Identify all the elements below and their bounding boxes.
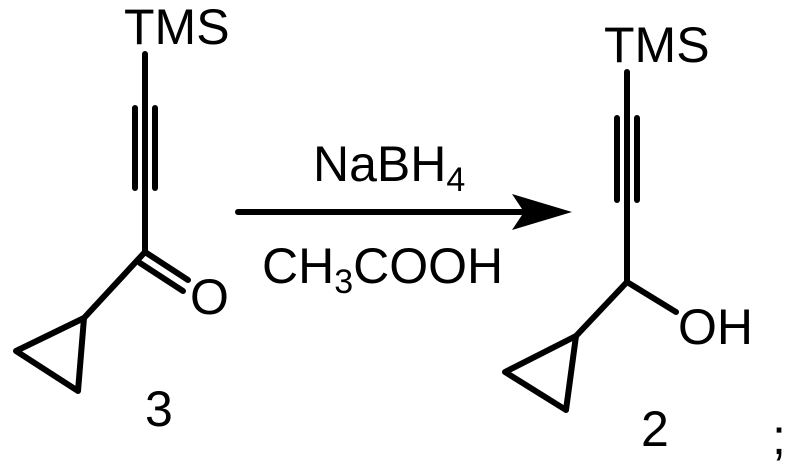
reagent-bottom: CH3COOH — [262, 238, 503, 301]
product-hydroxyl-bond — [624, 279, 679, 315]
reagent-bottom-subscript: 3 — [334, 263, 353, 301]
product-compound-number: 2 — [641, 401, 669, 457]
reaction-arrow-head — [512, 194, 572, 230]
reactant-cyclopropyl-bond — [81, 249, 148, 321]
product-cyclopropyl-bond — [573, 279, 630, 339]
reagent-bottom-suffix: COOH — [353, 238, 503, 294]
product-structure: TMS OH 2 — [502, 17, 753, 457]
product-tms-label: TMS — [604, 17, 710, 73]
reagent-top-subscript: 4 — [446, 161, 465, 199]
reactant-compound-number: 3 — [145, 381, 173, 437]
reactant-structure: TMS O 3 — [13, 0, 230, 437]
terminator-semicolon: ; — [772, 409, 786, 465]
reagent-top-main: NaBH — [313, 136, 446, 192]
product-hydroxyl-label: OH — [678, 299, 753, 355]
reaction-conditions: NaBH4 CH3COOH — [235, 136, 572, 301]
reactant-tms-label: TMS — [124, 0, 230, 55]
reagent-top: NaBH4 — [313, 136, 465, 199]
reagent-bottom-prefix: CH — [262, 238, 334, 294]
reactant-carbonyl-double-bond-1 — [142, 249, 191, 283]
reactant-cyclopropyl-ring — [13, 315, 87, 394]
reactant-carbonyl-double-bond-2 — [137, 260, 186, 294]
reactant-oxygen-label: O — [190, 269, 229, 325]
product-cyclopropyl-ring — [502, 333, 579, 413]
